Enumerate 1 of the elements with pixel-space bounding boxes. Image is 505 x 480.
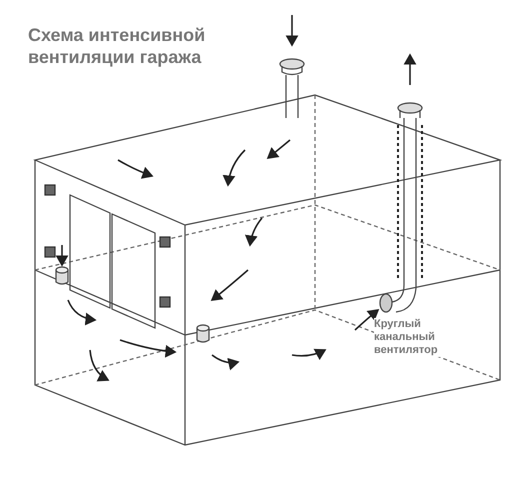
diagram-title: Схема интенсивной вентиляции гаража	[28, 24, 206, 68]
